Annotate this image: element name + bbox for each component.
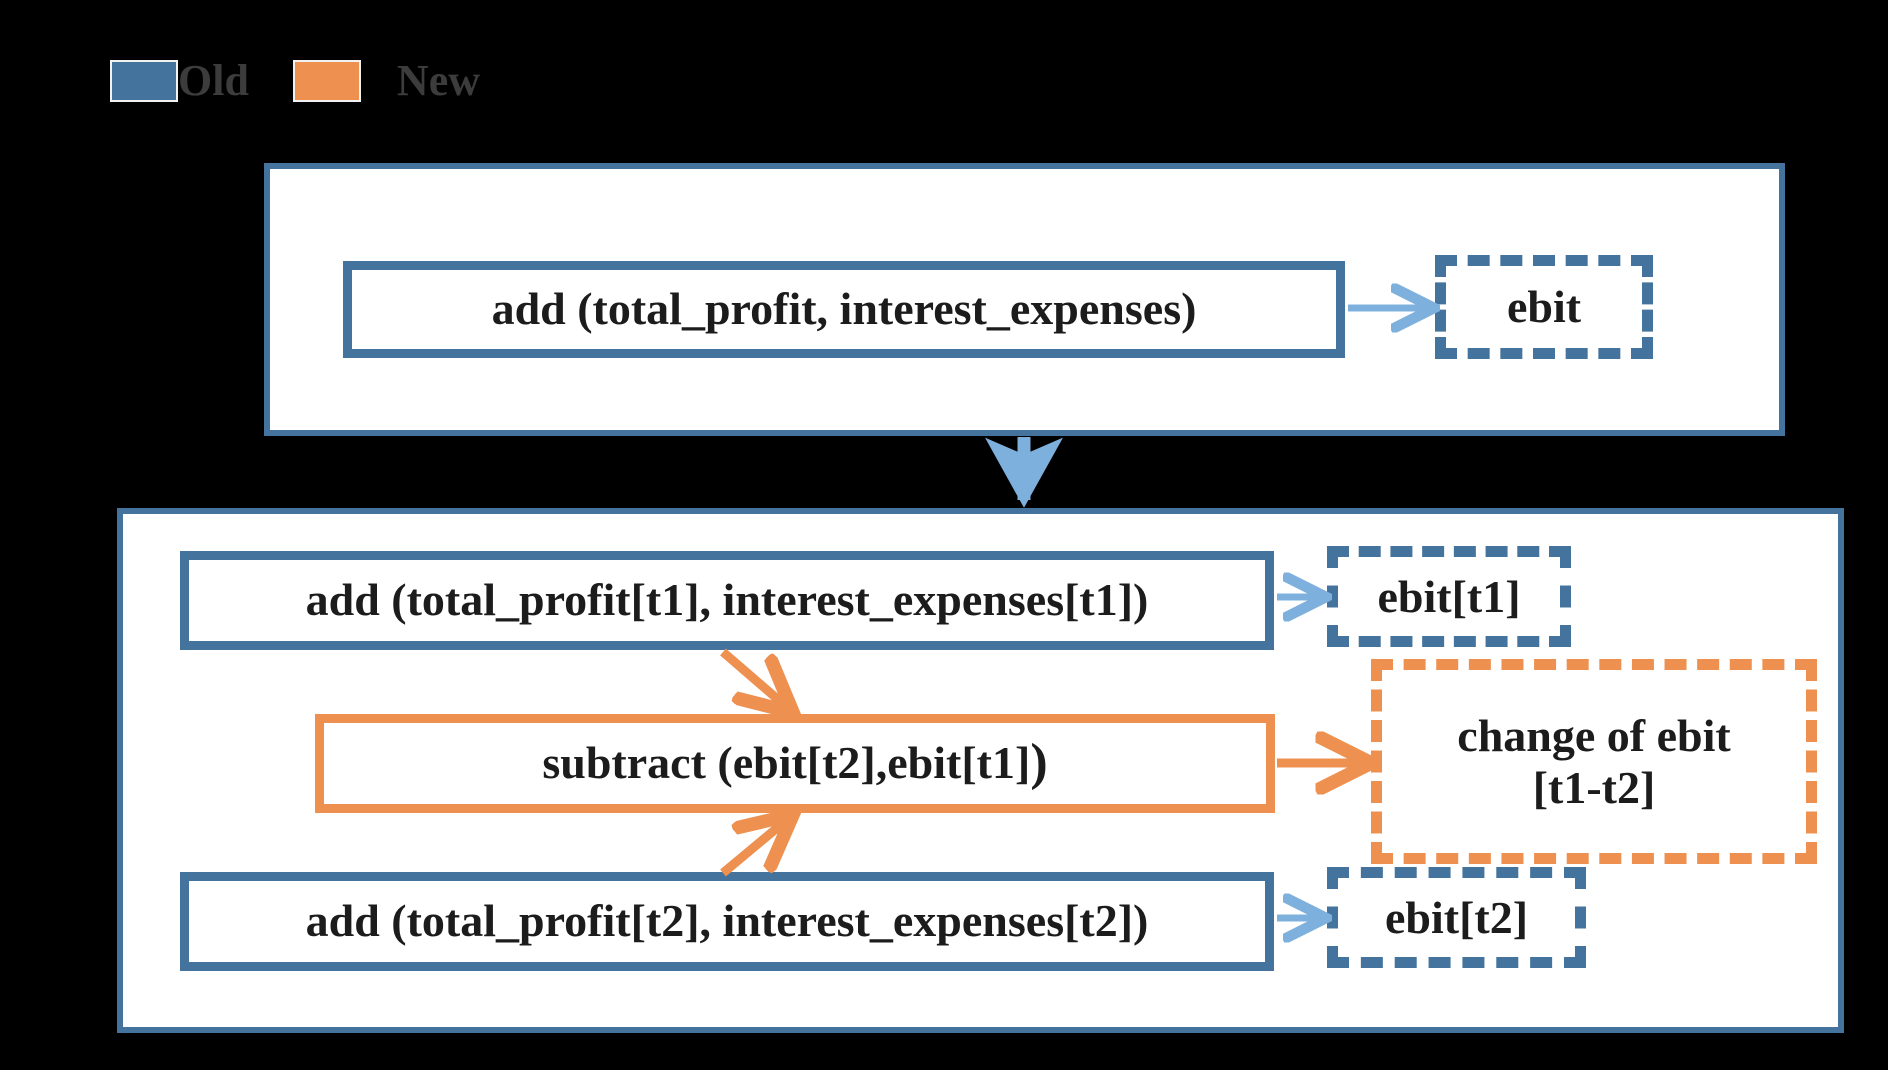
operation-box-subtract-ebit[interactable]: subtract (ebit[t2],ebit[t1]) <box>315 714 1275 813</box>
legend-item-old: Old <box>110 59 249 103</box>
legend-swatch-old-icon <box>110 60 178 102</box>
legend: Old New <box>110 52 480 110</box>
operation-label-subtract-main: subtract (ebit[t2],ebit[t1] <box>542 737 1031 789</box>
operation-box-add-ebit-t2[interactable]: add (total_profit[t2], interest_expenses… <box>180 872 1274 971</box>
output-label-change-of-ebit-line1: change of ebit <box>1457 709 1731 761</box>
output-box-change-of-ebit[interactable]: change of ebit [t1-t2] <box>1371 659 1817 864</box>
operation-label-subtract-paren: ) <box>1030 734 1048 792</box>
legend-swatch-new-icon <box>292 60 361 102</box>
legend-label-old: Old <box>178 56 249 105</box>
operation-box-add-ebit[interactable]: add (total_profit, interest_expenses) <box>343 261 1345 358</box>
legend-item-new: New <box>292 56 481 105</box>
output-box-ebit-t1[interactable]: ebit[t1] <box>1327 546 1571 647</box>
output-box-ebit-t2[interactable]: ebit[t2] <box>1327 867 1586 968</box>
operation-box-add-ebit-t1[interactable]: add (total_profit[t1], interest_expenses… <box>180 551 1274 650</box>
output-label-change-of-ebit-line2: [t1-t2] <box>1532 761 1656 813</box>
output-box-ebit[interactable]: ebit <box>1435 255 1653 359</box>
legend-label-new: New <box>396 56 481 105</box>
